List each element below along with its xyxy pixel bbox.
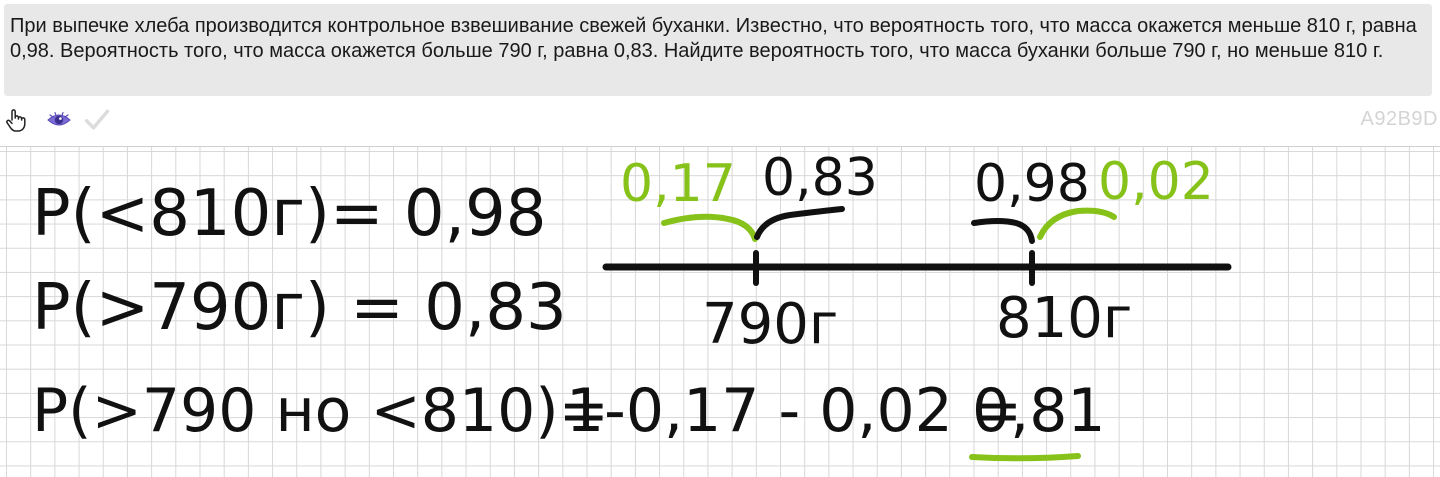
right-black-value: 0,98 [974, 154, 1090, 214]
brace-right-black [971, 218, 1035, 244]
solution-line-1: P(<810г)= 0,98 [32, 177, 546, 251]
solution-line-3-left: P(>790 но <810)= [32, 376, 609, 446]
checkmark-icon[interactable] [84, 106, 110, 134]
brace-right-green [1037, 207, 1117, 240]
brace-left-green [661, 213, 758, 242]
task-toolbar: A92B9D [0, 100, 1440, 144]
task-statement-box: При выпечке хлеба производится контрольн… [4, 4, 1432, 96]
answer-underline [969, 453, 1081, 462]
right-green-value: 0,02 [1098, 152, 1214, 212]
task-id: A92B9D [1360, 108, 1438, 130]
handwritten-solution: P(<810г)= 0,98 P(>790г) = 0,83 P(>790 но… [32, 148, 1232, 462]
hand-pointer-icon[interactable] [3, 106, 29, 134]
solution-line-2: P(>790г) = 0,83 [32, 271, 567, 345]
solution-board: P(<810г)= 0,98 P(>790г) = 0,83 P(>790 но… [0, 146, 1440, 477]
eye-icon[interactable] [46, 106, 72, 134]
left-black-value: 0,83 [762, 148, 878, 208]
tick-label-810: 810г [996, 286, 1132, 351]
solution-line-3-right: 1-0,17 - 0,02 = [566, 376, 1022, 446]
left-green-value: 0,17 [620, 154, 736, 214]
tick-label-790: 790г [702, 292, 838, 357]
brace-left-black [754, 206, 845, 240]
answer-value: 0,81 [972, 376, 1106, 446]
task-text: При выпечке хлеба производится контрольн… [10, 15, 1417, 62]
